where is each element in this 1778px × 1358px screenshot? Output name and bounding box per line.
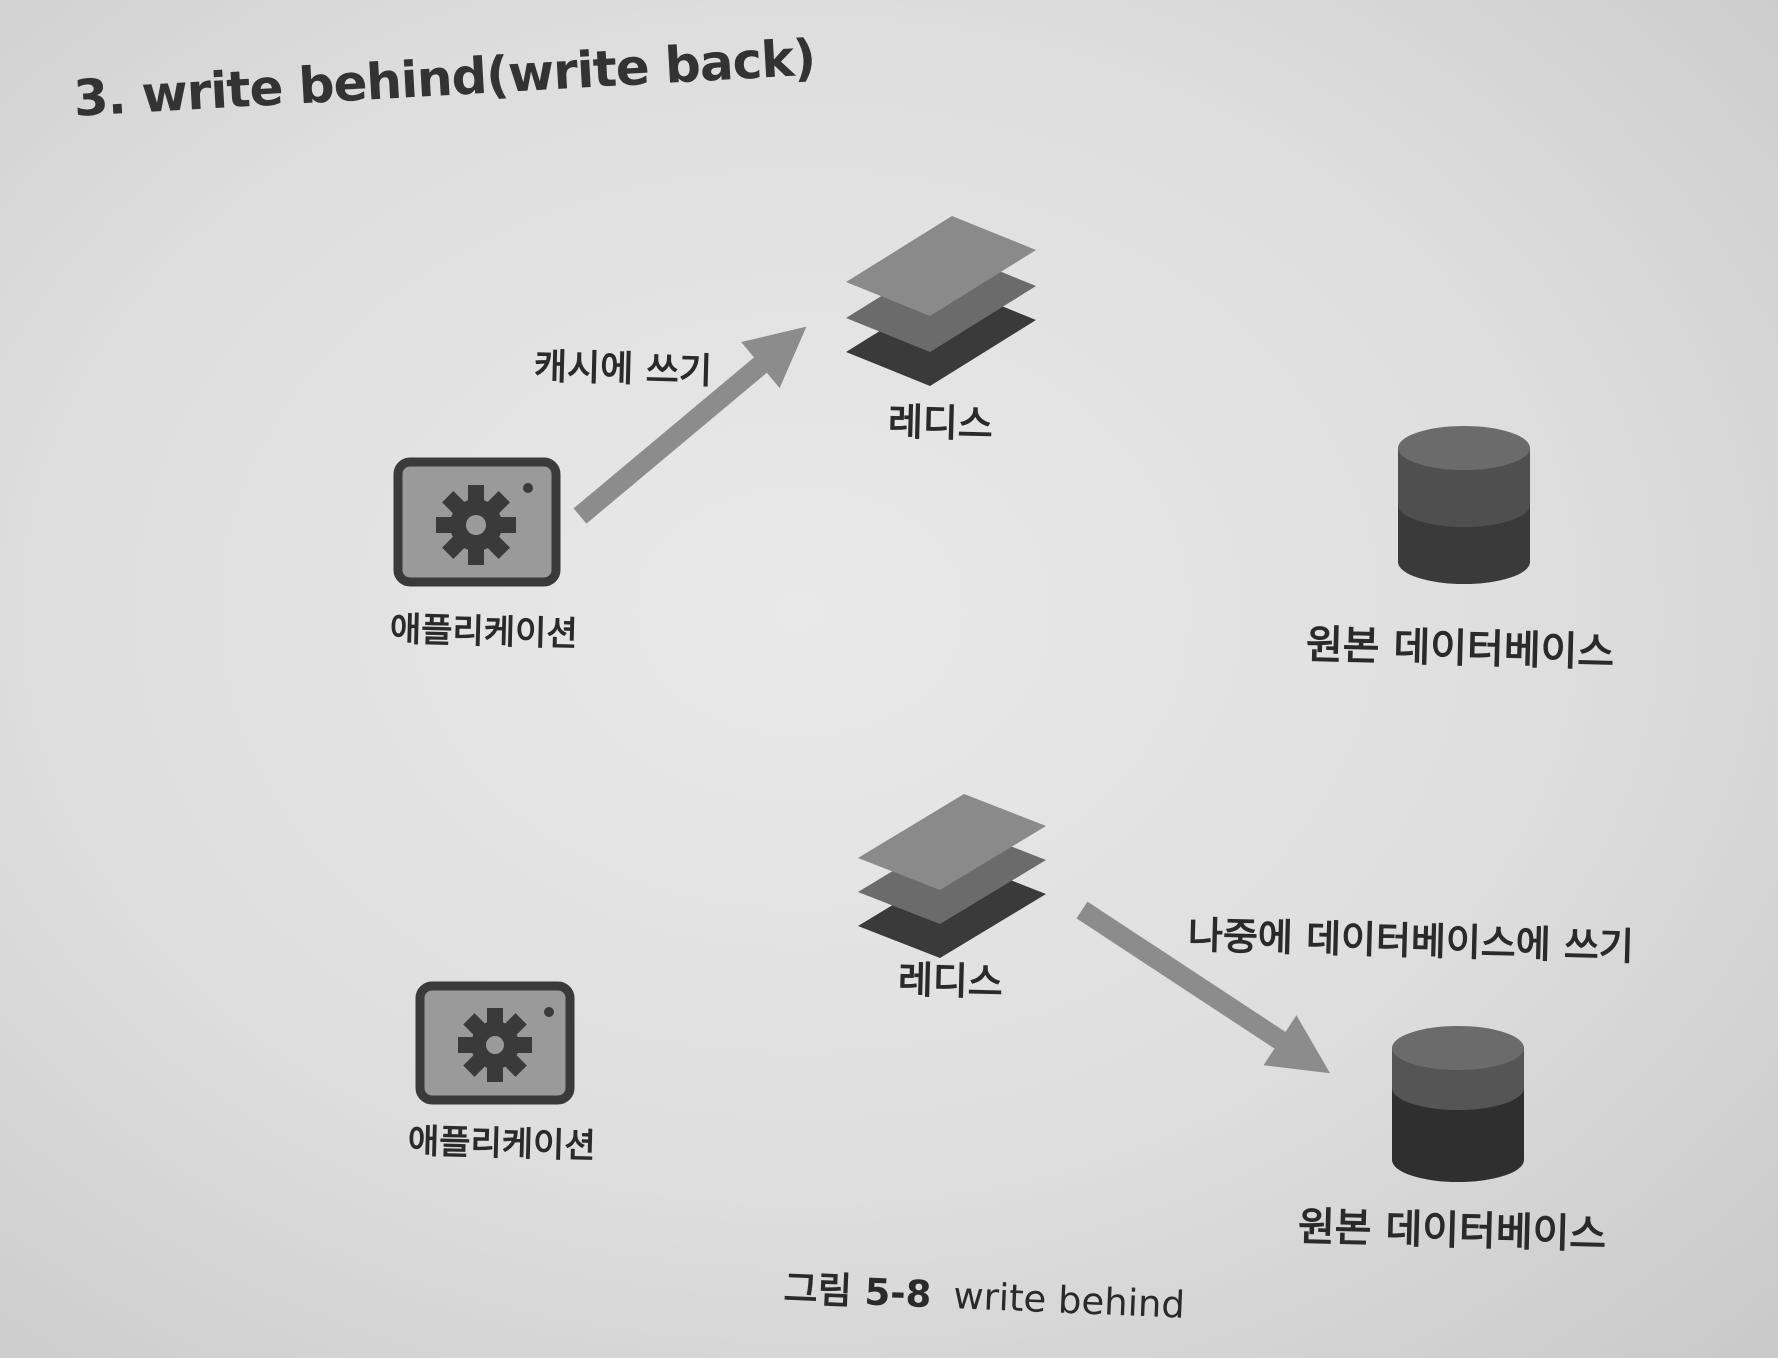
bottom-arrow-label: 나중에 데이터베이스에 쓰기: [1187, 913, 1635, 969]
top-redis-stack-icon: [846, 216, 1036, 386]
gear-icon: [458, 1008, 532, 1082]
bottom-db-label: 원본 데이터베이스: [1297, 1203, 1607, 1259]
bottom-cache-label: 레디스: [897, 957, 1004, 1005]
bottom-arrow: [1076, 901, 1331, 1074]
bottom-database-icon: [1392, 1026, 1524, 1182]
bottom-application-icon: [415, 981, 575, 1105]
top-application-icon: [393, 457, 561, 587]
bottom-redis-stack-icon: [858, 794, 1046, 958]
top-database-icon: [1398, 426, 1530, 584]
top-arrow: [573, 326, 807, 524]
top-cache-label: 레디스: [887, 399, 994, 447]
top-app-label: 애플리케이션: [389, 609, 579, 655]
top-db-label: 원본 데이터베이스: [1305, 621, 1615, 677]
gear-icon: [436, 485, 516, 565]
top-arrow-label: 캐시에 쓰기: [533, 346, 713, 393]
figure-number: 그림 5-8: [782, 1266, 933, 1317]
figure-title: write behind: [952, 1274, 1186, 1327]
bottom-app-label: 애플리케이션: [407, 1121, 597, 1167]
